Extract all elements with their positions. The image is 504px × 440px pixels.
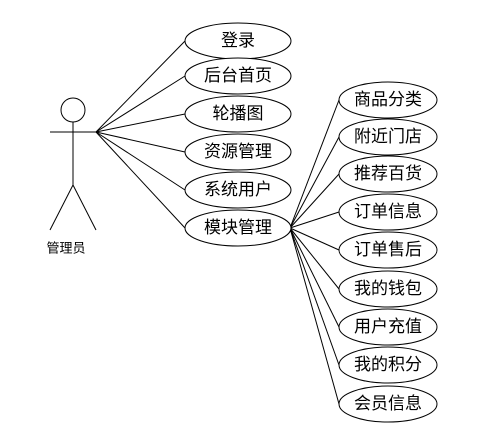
association-line xyxy=(95,75,186,133)
use-case-label: 后台首页 xyxy=(204,66,272,86)
use-case-label: 订单售后 xyxy=(354,240,422,260)
use-case-ellipse xyxy=(338,308,438,346)
association-line xyxy=(289,227,340,366)
use-case-ellipse xyxy=(184,171,292,209)
use-case-ellipse xyxy=(184,209,292,247)
sub-use-case: 推荐百货 xyxy=(338,155,438,193)
association-line xyxy=(95,131,186,229)
association-line xyxy=(289,136,340,229)
use-case-label: 系统用户 xyxy=(204,180,272,200)
actor-admin: 管理员 xyxy=(46,97,97,257)
sub-use-case: 订单信息 xyxy=(338,193,438,231)
use-case-label: 推荐百货 xyxy=(354,164,422,184)
association-line xyxy=(289,227,340,290)
sub-use-case: 我的钱包 xyxy=(338,270,438,308)
actor-left-leg xyxy=(49,184,74,231)
use-case-label: 我的积分 xyxy=(354,355,422,375)
use-case-ellipse xyxy=(338,231,438,269)
use-case-ellipse xyxy=(338,81,438,119)
use-case-label: 商品分类 xyxy=(354,90,422,110)
use-case-label: 资源管理 xyxy=(204,142,272,162)
actor-right-leg xyxy=(72,184,97,231)
sub-use-case: 我的积分 xyxy=(338,346,438,384)
association-line xyxy=(289,227,340,251)
association-line xyxy=(289,211,340,229)
sub-use-case: 附近门店 xyxy=(338,118,438,156)
use-case-ellipse xyxy=(338,385,438,423)
use-case: 登录 xyxy=(184,22,292,60)
sub-use-case: 会员信息 xyxy=(338,385,438,423)
association-line xyxy=(95,40,186,133)
actor-label: 管理员 xyxy=(46,242,85,257)
sub-use-case: 用户充值 xyxy=(338,308,438,346)
use-case-ellipse xyxy=(338,155,438,193)
use-case-ellipse xyxy=(184,95,292,133)
use-case-label: 模块管理 xyxy=(204,218,272,238)
association-line xyxy=(95,113,186,133)
association-lines xyxy=(95,40,340,405)
association-line xyxy=(95,131,186,153)
sub-use-case: 商品分类 xyxy=(338,81,438,119)
sub-use-case: 订单售后 xyxy=(338,231,438,269)
use-case-ellipse xyxy=(338,346,438,384)
use-case-label: 轮播图 xyxy=(213,104,264,124)
use-case-label: 订单信息 xyxy=(354,202,422,222)
use-case-label: 用户充值 xyxy=(354,317,422,337)
actor-head xyxy=(60,97,86,123)
use-case-ellipse xyxy=(338,270,438,308)
association-line xyxy=(95,131,186,191)
association-line xyxy=(289,227,340,328)
use-case-ellipse xyxy=(338,118,438,156)
use-case-ellipse xyxy=(338,193,438,231)
use-case-ellipse xyxy=(184,57,292,95)
use-case: 轮播图 xyxy=(184,95,292,133)
use-case-label: 我的钱包 xyxy=(354,279,422,299)
use-case: 系统用户 xyxy=(184,171,292,209)
association-line xyxy=(289,173,340,229)
use-case-label: 附近门店 xyxy=(354,127,422,147)
use-case: 资源管理 xyxy=(184,133,292,171)
association-line xyxy=(289,99,340,229)
use-case-ellipse xyxy=(184,133,292,171)
use-case: 后台首页 xyxy=(184,57,292,95)
use-case: 模块管理 xyxy=(184,209,292,247)
use-case-label: 会员信息 xyxy=(354,394,422,414)
use-case-label: 登录 xyxy=(221,31,255,51)
association-line xyxy=(289,227,340,405)
